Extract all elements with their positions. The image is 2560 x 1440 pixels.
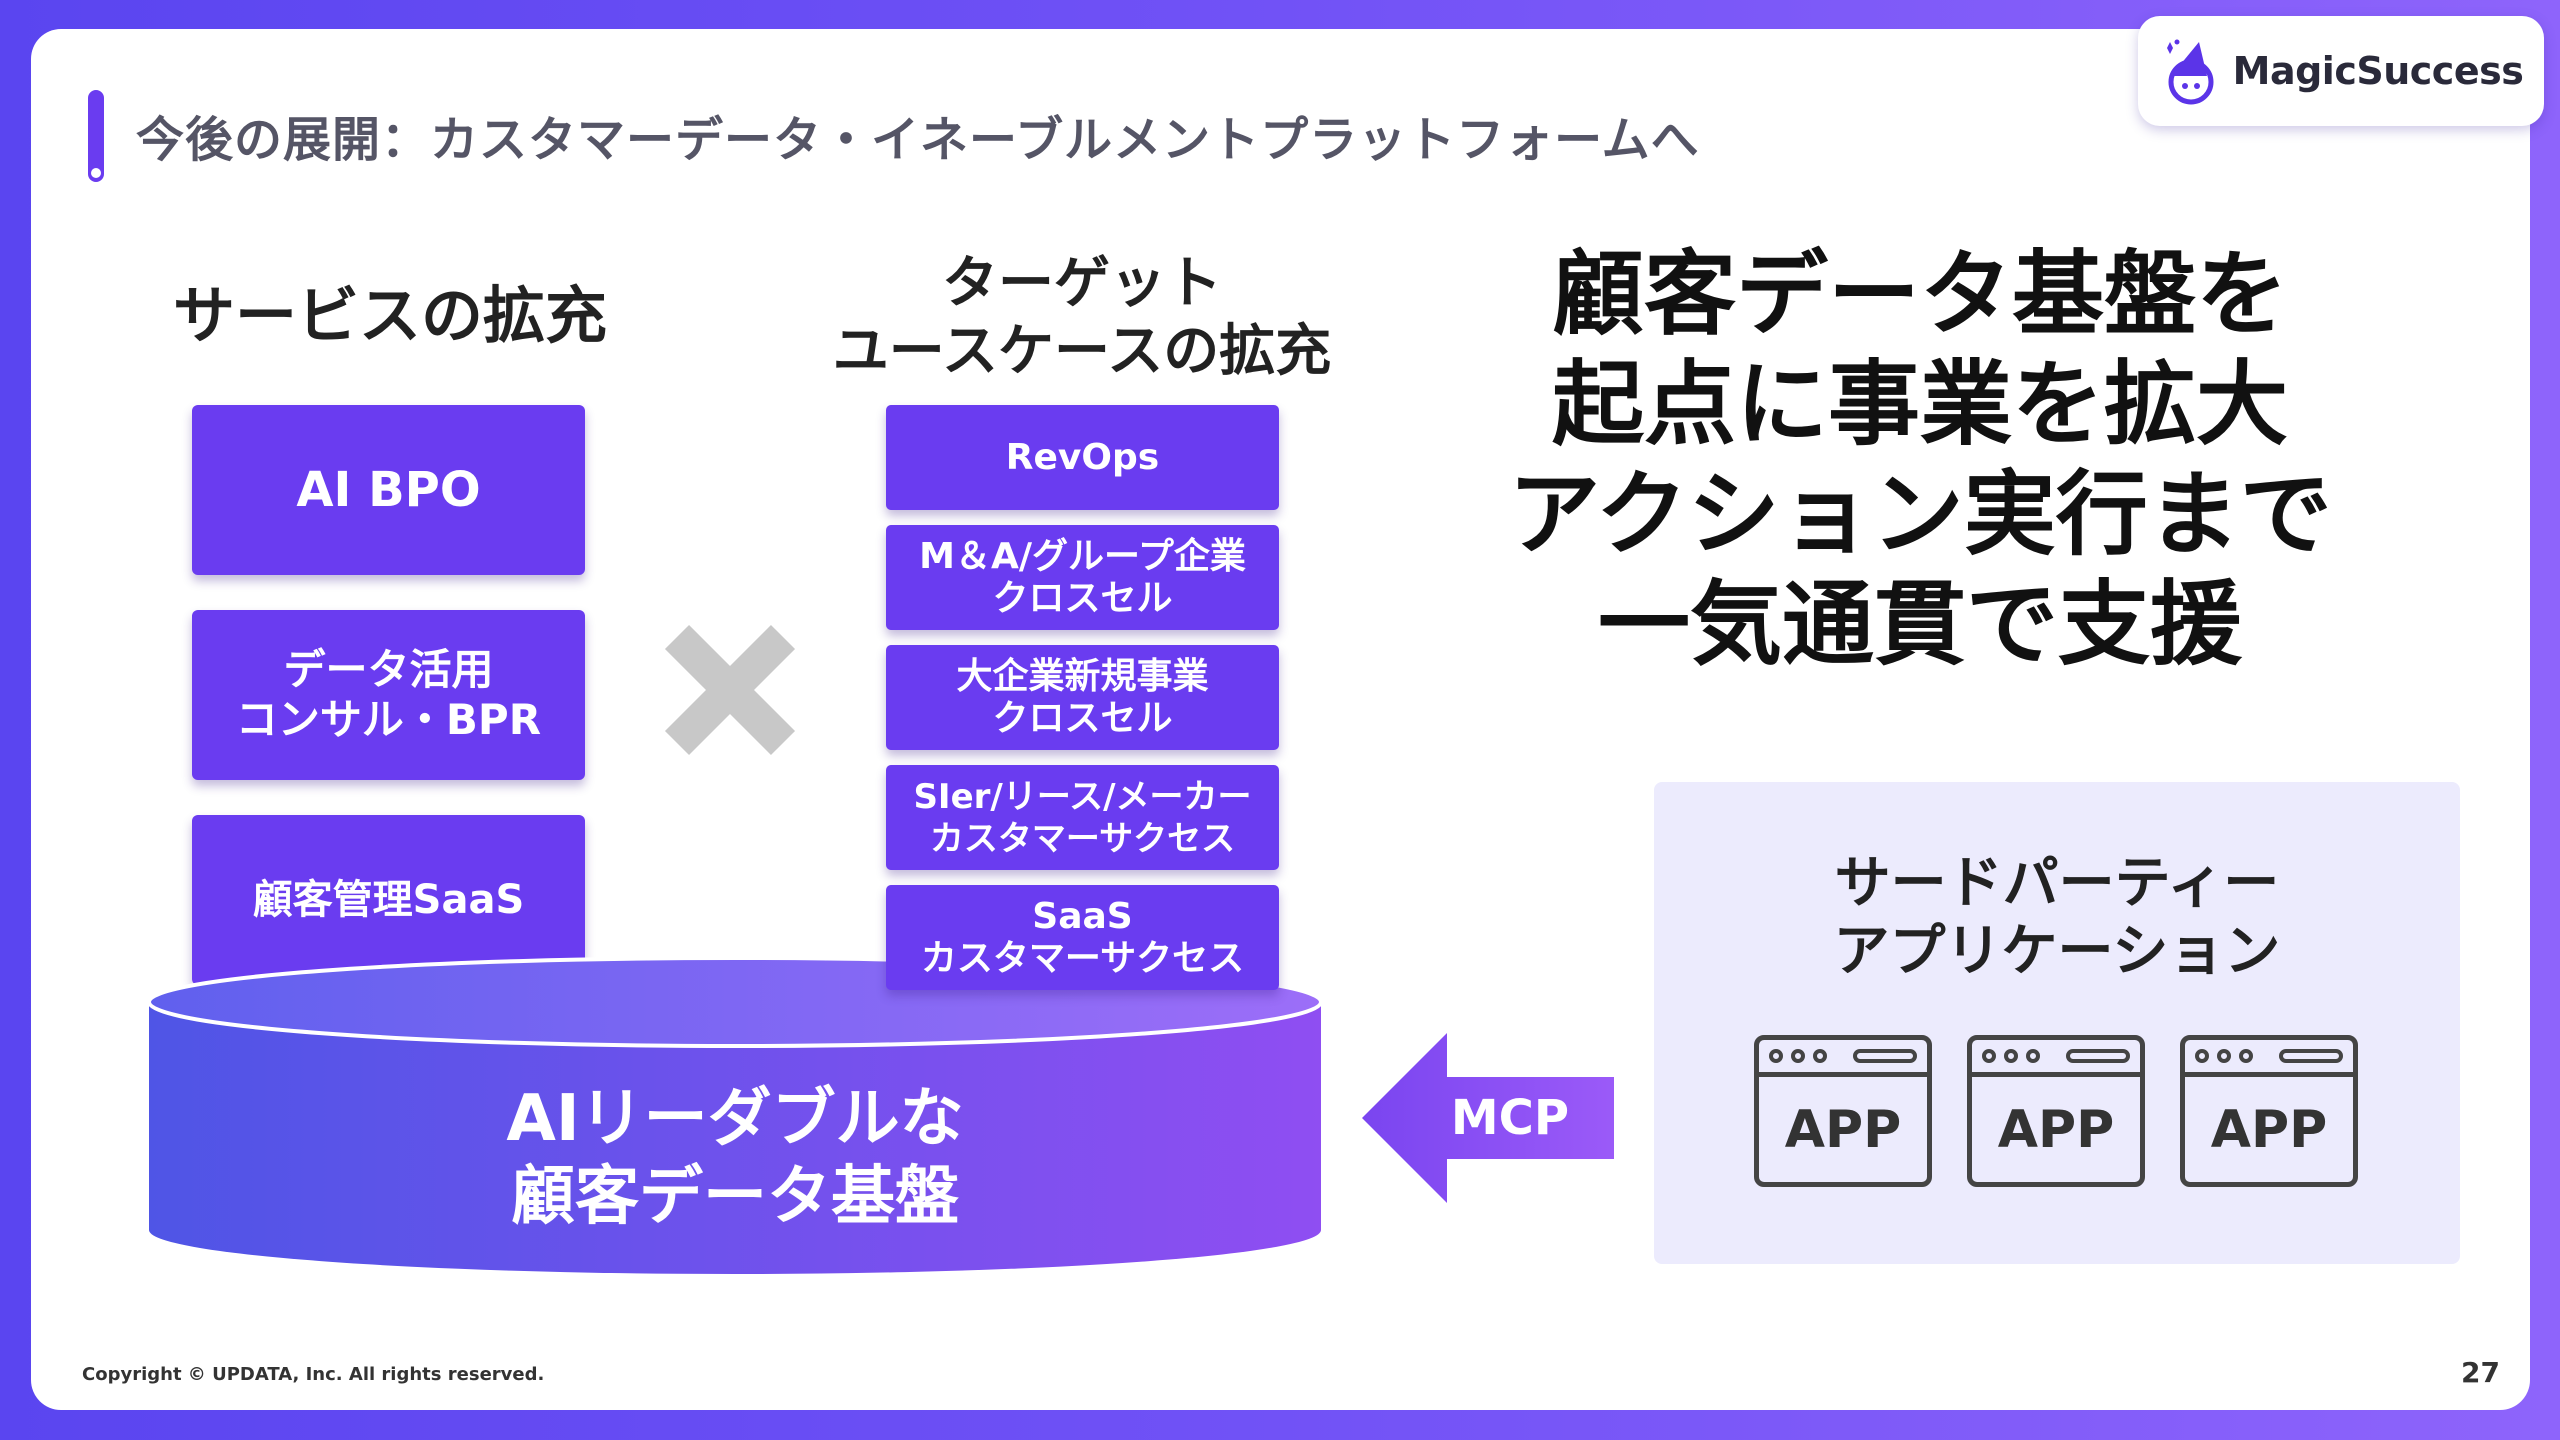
multiply-icon <box>664 624 796 756</box>
app-window-titlebar <box>1759 1040 1927 1077</box>
service-label: 顧客管理SaaS <box>252 877 525 923</box>
service-label: AI BPO <box>296 462 481 518</box>
use-case-box-saas-cs: SaaS カスタマーサクセス <box>886 885 1279 990</box>
logo-text: MagicSuccess <box>2232 49 2524 93</box>
app-label: APP <box>2210 1100 2328 1160</box>
page-number: 27 <box>2461 1356 2500 1389</box>
window-address-bar-icon <box>1853 1049 1917 1063</box>
services-heading: サービスの拡充 <box>172 279 607 352</box>
third-party-title: サードパーティー アプリケーション <box>1833 851 2281 984</box>
window-dot-icon <box>2239 1049 2253 1063</box>
main-message: 顧客データ基盤を 起点に事業を拡大 アクション実行まで 一気通貫で支援 <box>1508 241 2332 678</box>
window-dot-icon <box>1813 1049 1827 1063</box>
use-case-box-enterprise-crosssell: 大企業新規事業 クロスセル <box>886 645 1279 750</box>
app-window: APP <box>2180 1035 2358 1187</box>
use-case-label: SIer/リース/メーカー カスタマーサクセス <box>913 776 1252 859</box>
window-dot-icon <box>1791 1049 1805 1063</box>
title-accent-bar <box>88 90 104 182</box>
window-address-bar-icon <box>2279 1049 2343 1063</box>
app-label: APP <box>1997 1100 2115 1160</box>
use-case-label: RevOps <box>1005 436 1160 478</box>
use-case-box-sier-cs: SIer/リース/メーカー カスタマーサクセス <box>886 765 1279 870</box>
window-dot-icon <box>2217 1049 2231 1063</box>
window-dot-icon <box>2026 1049 2040 1063</box>
use-case-label: SaaS カスタマーサクセス <box>920 895 1245 979</box>
app-window-titlebar <box>2185 1040 2353 1077</box>
use-case-label: M＆A/グループ企業 クロスセル <box>919 535 1246 619</box>
data-platform-label: AIリーダブルな 顧客データ基盤 <box>506 1082 964 1234</box>
service-box-crm-saas: 顧客管理SaaS <box>192 815 585 985</box>
service-box-ai-bpo: AI BPO <box>192 405 585 575</box>
window-dot-icon <box>2195 1049 2209 1063</box>
window-dot-icon <box>1769 1049 1783 1063</box>
window-address-bar-icon <box>2066 1049 2130 1063</box>
use-cases-heading: ターゲット ユースケースの拡充 <box>832 251 1332 384</box>
use-case-label: 大企業新規事業 クロスセル <box>956 655 1209 739</box>
use-case-box-ma-crosssell: M＆A/グループ企業 クロスセル <box>886 525 1279 630</box>
window-dot-icon <box>2004 1049 2018 1063</box>
use-case-box-revops: RevOps <box>886 405 1279 510</box>
app-window-titlebar <box>1972 1040 2140 1077</box>
mcp-arrow-icon <box>1362 1033 1614 1203</box>
mcp-label: MCP <box>1450 1090 1570 1146</box>
copyright-text: Copyright © UPDATA, Inc. All rights rese… <box>82 1364 545 1385</box>
page-title: 今後の展開：カスタマーデータ・イネーブルメントプラットフォームへ <box>136 112 1700 168</box>
window-dot-icon <box>1982 1049 1996 1063</box>
app-window: APP <box>1967 1035 2145 1187</box>
app-label: APP <box>1784 1100 1902 1160</box>
service-box-data-consulting: データ活用 コンサル・BPR <box>192 610 585 780</box>
service-label: データ活用 コンサル・BPR <box>235 645 542 744</box>
wizard-hat-icon <box>2166 39 2214 105</box>
app-window: APP <box>1754 1035 1932 1187</box>
logo: MagicSuccess <box>2138 16 2544 126</box>
